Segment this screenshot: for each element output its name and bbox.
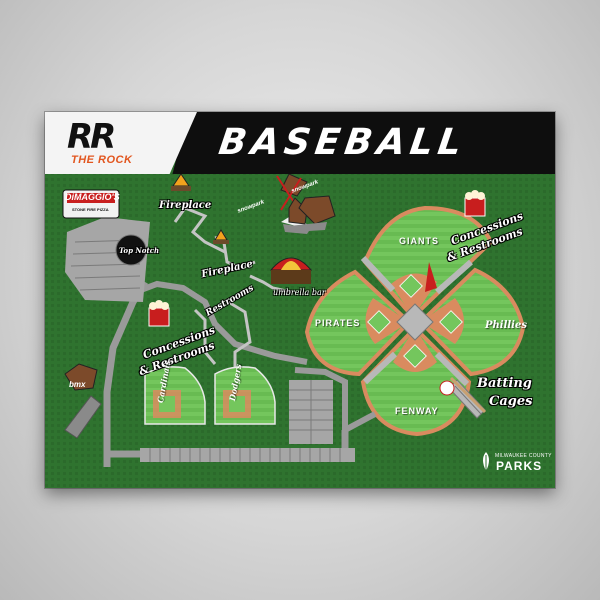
park-road: [139, 280, 308, 365]
leaf-icon: [483, 452, 489, 472]
fireplace-label-1: Fireplace: [159, 200, 212, 211]
top-notch-icon: [115, 234, 147, 266]
fireplace-icon: [171, 173, 191, 191]
header-logo-panel: [45, 112, 197, 174]
field-dodgers: [214, 366, 276, 425]
field-label-giants: GIANTS: [399, 236, 440, 246]
bmx-ramp: [64, 395, 102, 439]
field-label-fenway: FENWAY: [395, 406, 439, 416]
field-label-phillies: Phillies: [485, 320, 527, 331]
the-rock-logo-text: THE ROCK: [71, 154, 133, 166]
baseball-icon: [439, 376, 487, 414]
batting-cages-line1: Batting: [477, 376, 532, 391]
dimaggios-name: DiMAGGIO'S: [65, 192, 120, 202]
bottom-parking-lot: [140, 448, 355, 462]
popcorn-icon: [464, 190, 486, 217]
umbrella-bar-label: umbrella bar: [273, 288, 326, 297]
batting-cages-line2: Cages: [489, 394, 533, 409]
dimaggios-tagline: STONE FIRE PIZZA: [72, 207, 109, 212]
east-road: [294, 367, 348, 430]
page-title: BASEBALL: [216, 122, 469, 163]
top-notch-label: Top Notch: [119, 246, 160, 255]
field-phillies: [418, 267, 526, 377]
umbrella-icon: [269, 257, 313, 284]
park-map-poster: RR THE ROCK BASEBALL DiMAGGIO'S STONE FI…: [45, 112, 555, 488]
field-label-pirates: PIRATES: [315, 318, 361, 328]
bmx-label: bmx: [69, 380, 86, 389]
dimaggios-logo: [62, 189, 120, 219]
mascot-icon: [64, 363, 98, 391]
park-map: [45, 112, 555, 488]
header-bar: [172, 112, 555, 174]
county-label: MILWAUKEE COUNTY: [495, 453, 552, 459]
parks-label: PARKS: [496, 459, 543, 473]
fireplace-icon: [213, 229, 229, 244]
walking-paths: [173, 206, 292, 367]
pointer-icon: [425, 262, 437, 292]
field-cardinals: [144, 366, 206, 425]
center-parking-lot: [289, 380, 333, 444]
mascot-icon: [289, 195, 336, 232]
the-rock-logo: RR: [67, 117, 116, 157]
popcorn-icon: [148, 300, 170, 327]
field-pirates: [304, 269, 412, 377]
